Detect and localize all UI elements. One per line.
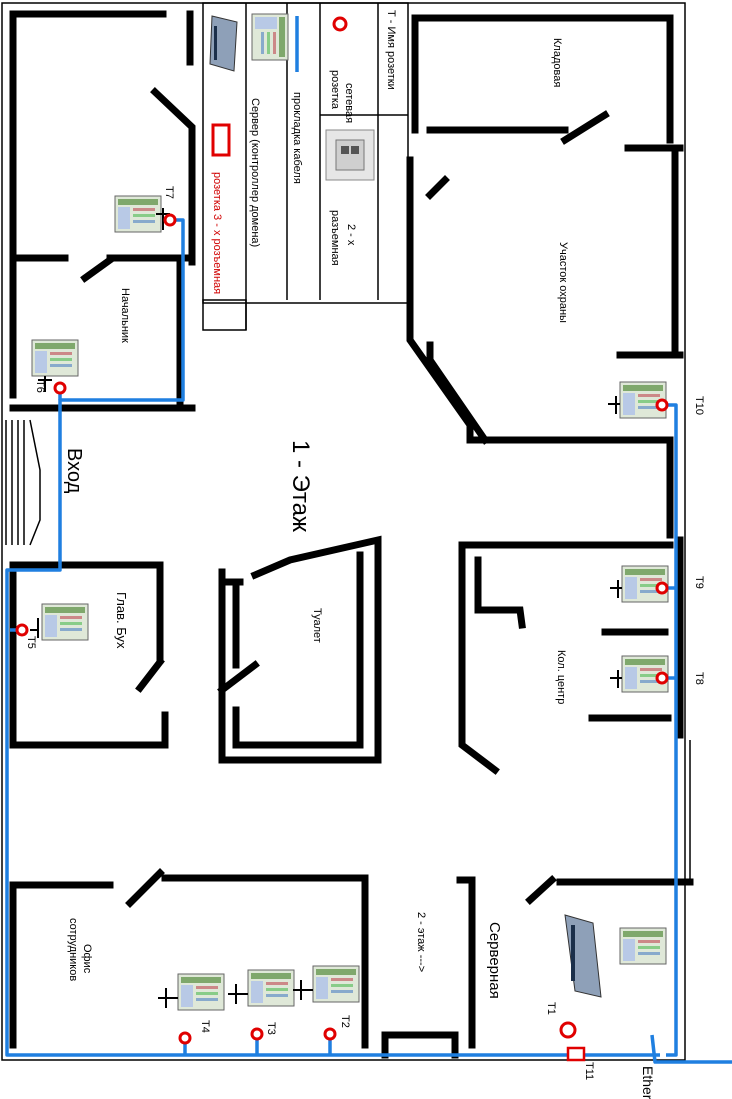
socket-t10: [655, 398, 669, 412]
walls: [5, 10, 694, 1059]
room-server-label: Серверная: [486, 922, 503, 999]
socket-t7: [163, 213, 177, 227]
socket-label-t7: Т7: [163, 186, 175, 199]
room-office-label-2: сотрудников: [67, 918, 79, 981]
socket-label-t10: Т10: [693, 396, 705, 415]
pc-icon-t3: [247, 969, 295, 1007]
room-chief-acc-label: Глав. Бух: [114, 592, 129, 649]
room-call-center-label: Кол. центр: [555, 650, 567, 704]
room-storage-label: Кладовая: [551, 38, 563, 87]
socket-labels: Т7 Т6 Т5 Т4 Т3 Т2 Т10 Т9 Т8 Т1 Т11: [25, 186, 705, 1080]
workstations: [30, 195, 669, 1011]
entrance-stairs: [5, 419, 41, 546]
socket-label-t1: Т1: [545, 1002, 557, 1015]
socket-label-t3: Т3: [265, 1022, 277, 1035]
legend-double-label-1: 2 - х: [345, 224, 357, 246]
socket-t9: [655, 581, 669, 595]
socket-label-t2: Т2: [339, 1015, 351, 1028]
socket-t4: [178, 1031, 192, 1045]
pc-icon-t6: [31, 339, 79, 377]
room-labels: Кладовая Участок охраны Начальник Глав. …: [67, 38, 569, 999]
socket-t3: [250, 1027, 264, 1041]
legend-title: Т - Имя розетки: [385, 10, 397, 90]
ethernet-label: Ethernet: [640, 1066, 656, 1099]
pc-icon-server: [619, 927, 667, 965]
socket-t8: [655, 671, 669, 685]
socket-label-t9: Т9: [693, 576, 705, 589]
socket-label-t4: Т4: [199, 1020, 211, 1033]
entrance-label: Вход: [63, 448, 85, 494]
socket-t2: [323, 1027, 337, 1041]
pc-icon-t2: [312, 965, 360, 1003]
server-pc-icon: [251, 13, 289, 61]
legend: Т - Имя розетки сетевая розетка 2 - х ра…: [202, 2, 409, 331]
triple-socket-legend-icon: [211, 123, 231, 157]
cables: [5, 218, 732, 1064]
socket-label-t6: Т6: [34, 380, 46, 393]
pc-icon-t5: [41, 603, 89, 641]
socket-label-t8: Т8: [693, 672, 705, 685]
legend-socket-label-2: розетка: [329, 70, 341, 110]
socket-label-t5: Т5: [25, 636, 37, 649]
server-icon-room: [564, 914, 602, 998]
pc-icon-t7: [114, 195, 162, 233]
sockets: [15, 213, 669, 1062]
legend-socket-label-1: сетевая: [343, 83, 355, 123]
double-socket-icon: [325, 129, 375, 181]
stairs-label: 2 - этаж --->: [415, 912, 427, 972]
room-security-label: Участок охраны: [557, 242, 569, 323]
socket-t6: [53, 381, 67, 395]
pc-icon-t4: [177, 973, 225, 1011]
server-icon: [209, 15, 238, 72]
room-office-label-1: Офис: [81, 944, 93, 974]
legend-triple-label: розетка 3 - х розъемная: [211, 172, 223, 294]
socket-label-t11: Т11: [583, 1062, 595, 1080]
room-chief-label: Начальник: [119, 288, 131, 343]
legend-cable-label: прокладка кабеля: [291, 92, 303, 184]
legend-double-label-2: разъемная: [329, 210, 341, 266]
socket-legend-icon: [332, 16, 348, 32]
legend-server-label: Сервер (контроллер домена): [249, 98, 261, 247]
socket-t5: [15, 623, 29, 637]
room-toilet-label: Туалет: [311, 608, 323, 643]
socket-t11: [566, 1046, 586, 1062]
socket-t1: [559, 1021, 577, 1039]
floor-title: 1 - Этаж: [287, 440, 314, 532]
